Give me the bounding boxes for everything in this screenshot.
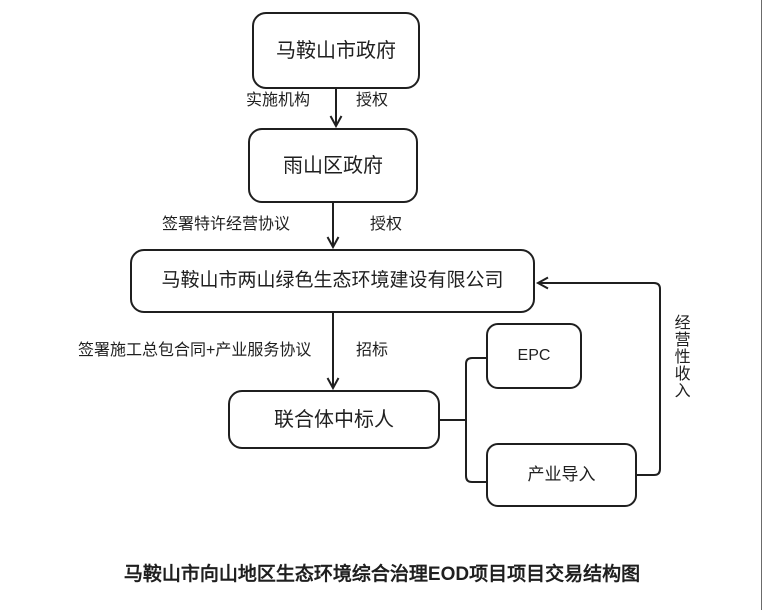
arrow-district-to-company-head — [326, 236, 340, 250]
node-epc: EPC — [486, 323, 582, 389]
edge-label-operating-income: 经营性收入 — [671, 314, 689, 399]
node-district-government-label: 雨山区政府 — [283, 154, 383, 177]
edge-label-authorize-top: 授权 — [356, 92, 389, 109]
node-industry-introduction: 产业导入 — [486, 443, 637, 507]
node-epc-label: EPC — [517, 347, 551, 365]
node-consortium-winner-label: 联合体中标人 — [274, 408, 394, 431]
node-industry-introduction-label: 产业导入 — [527, 464, 596, 484]
edge-label-general-contract: 签署施工总包合同+产业服务协议 — [78, 342, 312, 359]
node-district-government: 雨山区政府 — [248, 128, 418, 203]
connector-winner-bracket — [440, 357, 486, 483]
node-city-government-label: 马鞍山市政府 — [276, 39, 396, 62]
edge-label-franchise-agreement: 签署特许经营协议 — [162, 216, 291, 233]
edge-label-authorize-mid: 授权 — [370, 216, 403, 233]
node-company: 马鞍山市两山绿色生态环境建设有限公司 — [130, 249, 535, 313]
node-consortium-winner: 联合体中标人 — [228, 390, 440, 449]
arrow-city-to-district-head — [329, 115, 343, 129]
edge-label-bidding: 招标 — [356, 342, 389, 359]
page-right-border — [761, 0, 762, 610]
feedback-line-industry-to-company — [539, 282, 661, 476]
edge-label-implementing-agency: 实施机构 — [246, 92, 311, 109]
node-city-government: 马鞍山市政府 — [252, 12, 420, 89]
node-company-label: 马鞍山市两山绿色生态环境建设有限公司 — [161, 269, 504, 291]
diagram-title: 马鞍山市向山地区生态环境综合治理EOD项目项目交易结构图 — [123, 564, 641, 585]
arrow-company-to-winner-head — [326, 377, 340, 391]
arrow-feedback-to-company-head — [535, 276, 549, 290]
